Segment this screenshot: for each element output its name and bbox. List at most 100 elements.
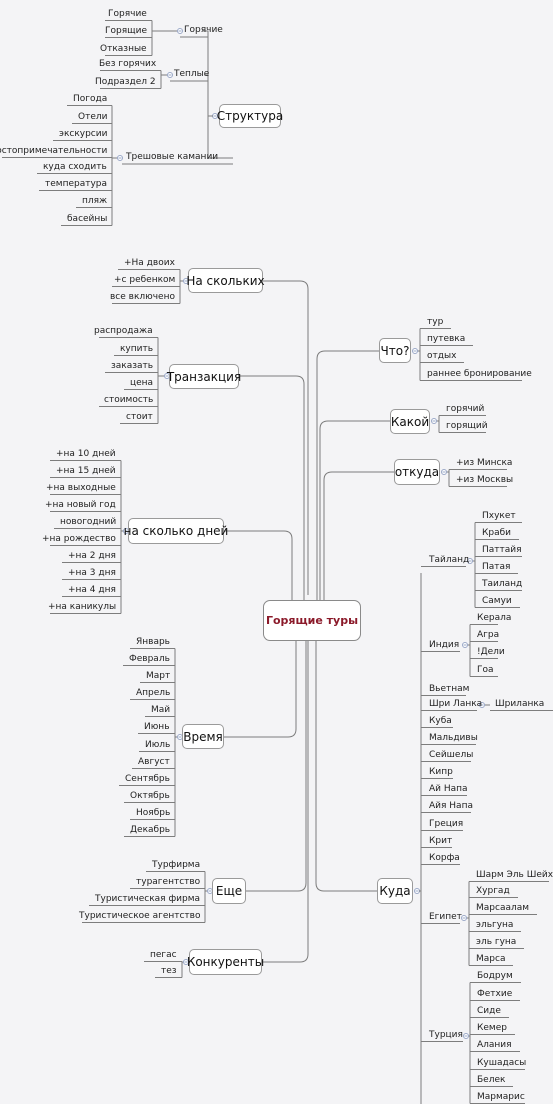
tresh-item-басейны[interactable]: басейны: [67, 214, 108, 224]
egypt-item-марсаалам[interactable]: Марсаалам: [476, 903, 530, 913]
country-turk[interactable]: Турция: [429, 1030, 463, 1040]
tran-item-купить[interactable]: купить: [120, 344, 154, 354]
sri-item-shrilanka[interactable]: Шриланка: [495, 699, 545, 709]
country-mald[interactable]: Мальдивы: [429, 733, 478, 743]
days-item-на-4-дня[interactable]: +на 4 дня: [68, 585, 116, 595]
tran-item-распродажа[interactable]: распродажа: [94, 326, 153, 336]
sub-tresh[interactable]: Трешовые камании: [126, 152, 219, 162]
time-item-ноябрь[interactable]: Ноябрь: [136, 808, 171, 818]
country-aynapa[interactable]: Ай Напа: [429, 784, 468, 794]
tran-item-стоимость[interactable]: стоимость: [104, 395, 154, 405]
topic-eshe[interactable]: Еще: [212, 878, 246, 904]
country-grec[interactable]: Греция: [429, 819, 464, 829]
eshe-item-турфирма[interactable]: Турфирма: [152, 860, 201, 870]
tresh-item-погода[interactable]: Погода: [73, 94, 108, 104]
india-item-дели[interactable]: !Дели: [477, 647, 505, 657]
nask-item-с-ребенком[interactable]: +с ребенком: [114, 275, 176, 285]
days-item-новогодний[interactable]: новогодний: [60, 517, 117, 527]
topic-chto[interactable]: Что?: [379, 338, 411, 363]
india-item-агра[interactable]: Агра: [477, 630, 500, 640]
days-item-на-выходные[interactable]: +на выходные: [46, 483, 116, 493]
country-egypt[interactable]: Египет: [429, 912, 462, 922]
country-krit[interactable]: Крит: [429, 836, 453, 846]
otkuda-item-из-минска[interactable]: +из Минска: [456, 458, 513, 468]
country-korfu[interactable]: Корфа: [429, 853, 460, 863]
gor-item-горящие[interactable]: Горящие: [105, 26, 147, 36]
gor-item-отказные[interactable]: Отказные: [100, 44, 147, 54]
nask-item-все-включено[interactable]: все включено: [110, 292, 175, 302]
time-item-декабрь[interactable]: Декабрь: [130, 825, 171, 835]
time-item-август[interactable]: Август: [138, 757, 170, 767]
chto-item-отдых[interactable]: отдых: [427, 351, 457, 361]
time-item-апрель[interactable]: Апрель: [136, 688, 171, 698]
time-item-октябрь[interactable]: Октябрь: [130, 791, 170, 801]
time-item-сентябрь[interactable]: Сентябрь: [125, 774, 170, 784]
tresh-item-куда-сходить[interactable]: куда сходить: [43, 162, 107, 172]
time-item-январь[interactable]: Январь: [136, 637, 170, 647]
days-item-на-15-дней[interactable]: +на 15 дней: [56, 466, 116, 476]
topic-struktura[interactable]: Структура: [217, 104, 283, 128]
tresh-item-отели[interactable]: Отели: [78, 112, 108, 122]
tresh-item-температура[interactable]: температура: [45, 179, 108, 189]
country-kuba[interactable]: Куба: [429, 716, 452, 726]
days-item-на-новый-год[interactable]: +на новый год: [45, 500, 116, 510]
india-item-гоа[interactable]: Гоа: [477, 665, 494, 675]
thai-item-паттайя[interactable]: Паттайя: [482, 545, 522, 555]
topic-na-skolkih[interactable]: На скольких: [186, 268, 265, 293]
topic-otkuda[interactable]: откуда: [394, 459, 440, 485]
time-item-июль[interactable]: Июль: [145, 740, 171, 750]
days-item-на-каникулы[interactable]: +на каникулы: [48, 602, 117, 612]
days-item-на-рождество[interactable]: +на рождество: [42, 534, 116, 544]
thai-item-пхукет[interactable]: Пхукет: [482, 511, 516, 521]
days-item-на-10-дней[interactable]: +на 10 дней: [56, 449, 116, 459]
egypt-item-шарм-эль-шейх[interactable]: Шарм Эль Шейх: [476, 870, 553, 880]
eshe-item-туристическое-агентство[interactable]: Туристическое агентство: [79, 911, 201, 921]
tresh-item-пляж[interactable]: пляж: [82, 196, 108, 206]
thai-item-самуи[interactable]: Самуи: [482, 596, 512, 606]
chto-item-раннее-бронирование[interactable]: раннее бронирование: [427, 369, 532, 379]
topic-tranzakciya[interactable]: Транзакция: [167, 364, 241, 389]
turk-item-бодрум[interactable]: Бодрум: [477, 971, 513, 981]
days-item-на-3-дня[interactable]: +на 3 дня: [68, 568, 116, 578]
time-item-май[interactable]: Май: [151, 705, 171, 715]
sub-gor[interactable]: Горячие: [184, 25, 223, 35]
topic-konkurenty[interactable]: Конкуренты: [187, 949, 264, 975]
thai-item-краби[interactable]: Краби: [482, 528, 512, 538]
time-item-март[interactable]: Март: [146, 671, 171, 681]
topic-vremya[interactable]: Время: [182, 724, 224, 749]
thai-item-патая[interactable]: Патая: [482, 562, 511, 572]
time-item-июнь[interactable]: Июнь: [144, 722, 170, 732]
tran-item-стоит[interactable]: стоит: [126, 412, 153, 422]
turk-item-сиде[interactable]: Сиде: [477, 1006, 501, 1016]
country-viet[interactable]: Вьетнам: [429, 684, 470, 694]
sub-tep[interactable]: Теплые: [174, 69, 210, 79]
topic-na-skolko-dney[interactable]: на сколько дней: [124, 518, 228, 544]
turk-item-фетхие[interactable]: Фетхие: [477, 989, 513, 999]
chto-item-тур[interactable]: тур: [427, 317, 444, 327]
root-topic[interactable]: Горящие туры: [263, 600, 361, 641]
turk-item-кушадасы[interactable]: Кушадасы: [477, 1058, 527, 1068]
turk-item-мармарис[interactable]: Мармарис: [477, 1092, 525, 1102]
tran-item-заказать[interactable]: заказать: [111, 361, 154, 371]
tep-item-подраздел-2[interactable]: Подраздел 2: [95, 77, 156, 87]
days-item-на-2-дня[interactable]: +на 2 дня: [68, 551, 116, 561]
kakoy-item-горячий[interactable]: горячий: [446, 404, 485, 414]
turk-item-алания[interactable]: Алания: [477, 1040, 512, 1050]
tresh-item-экскурсии[interactable]: экскурсии: [59, 129, 108, 139]
eshe-item-туристическая-фирма[interactable]: Туристическая фирма: [95, 894, 201, 904]
tep-item-без-горячих[interactable]: Без горячих: [99, 59, 157, 69]
turk-item-кемер[interactable]: Кемер: [477, 1023, 507, 1033]
egypt-item-эльгуна[interactable]: эльгуна: [476, 920, 514, 930]
tresh-item-достопримечательности[interactable]: достопримечательности: [0, 146, 108, 156]
country-kipr[interactable]: Кипр: [429, 767, 453, 777]
gor-item-горячие[interactable]: Горячие: [108, 9, 147, 19]
country-sri[interactable]: Шри Ланка: [429, 699, 483, 709]
konk-item-тез[interactable]: тез: [161, 966, 177, 976]
chto-item-путевка[interactable]: путевка: [427, 334, 466, 344]
egypt-item-хургад[interactable]: Хургад: [476, 886, 510, 896]
country-ayyanapa[interactable]: Айя Напа: [429, 801, 473, 811]
time-item-февраль[interactable]: Февраль: [129, 654, 170, 664]
topic-kakoy[interactable]: Какой: [390, 409, 430, 434]
egypt-item-эль-гуна[interactable]: эль гуна: [476, 937, 517, 947]
country-india[interactable]: Индия: [429, 640, 460, 650]
